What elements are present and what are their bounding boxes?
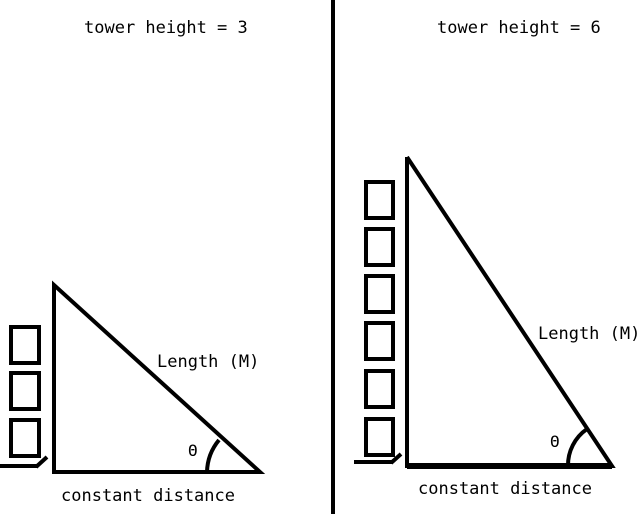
right-angle-label: Θ bbox=[550, 432, 560, 451]
left-triangle bbox=[52, 280, 266, 474]
tower-block bbox=[364, 180, 395, 220]
left-length-label: Length (M) bbox=[157, 352, 259, 372]
ground-slant bbox=[34, 455, 49, 469]
left-angle-arc bbox=[205, 438, 221, 473]
right-panel: tower height = 6 Length (M) Θ constant d… bbox=[354, 18, 638, 499]
tower-block bbox=[9, 418, 41, 458]
tower-block bbox=[364, 274, 395, 314]
right-tower bbox=[354, 180, 403, 465]
tower-block bbox=[364, 321, 395, 361]
left-distance-label: constant distance bbox=[61, 486, 235, 506]
tower-block bbox=[364, 227, 395, 267]
left-tower bbox=[0, 325, 49, 469]
right-panel-title: tower height = 6 bbox=[437, 18, 601, 38]
tower-block bbox=[9, 325, 41, 365]
left-panel-title: tower height = 3 bbox=[84, 18, 248, 38]
tower-block bbox=[364, 369, 395, 409]
left-angle-label: Θ bbox=[188, 441, 198, 460]
right-triangle bbox=[405, 155, 616, 468]
ground-slant bbox=[389, 452, 403, 465]
right-angle-arc bbox=[565, 427, 589, 467]
left-panel: tower height = 3 Length (M) Θ constant d… bbox=[0, 18, 266, 506]
tower-block bbox=[364, 417, 395, 457]
right-length-label: Length (M) bbox=[538, 324, 638, 344]
right-distance-label: constant distance bbox=[418, 479, 592, 499]
tower-block bbox=[9, 371, 41, 411]
